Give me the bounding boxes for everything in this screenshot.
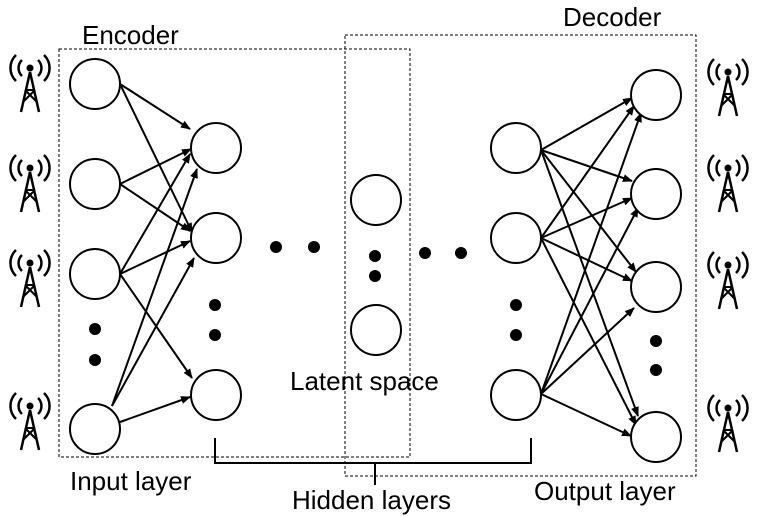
encoder-label: Encoder <box>82 20 179 50</box>
radio-tower-icon <box>707 250 749 311</box>
ellipsis-dot <box>650 335 662 347</box>
output-layer-label: Output layer <box>534 476 676 506</box>
ellipsis-dot <box>270 241 282 253</box>
input-layer-nodes <box>69 58 121 455</box>
ellipsis-dot <box>89 354 101 366</box>
latent-space-label: Latent space <box>290 366 439 396</box>
input-node <box>69 403 121 455</box>
input-node <box>69 248 121 300</box>
ellipsis-dot <box>308 241 320 253</box>
hidden-node <box>490 369 542 421</box>
latent-node <box>350 174 402 226</box>
encoder-hidden-nodes <box>190 122 242 421</box>
encoder-region <box>58 48 411 458</box>
ellipsis-dot <box>510 299 522 311</box>
output-node <box>630 411 682 463</box>
output-node <box>630 261 682 313</box>
decoder-hidden-nodes <box>490 122 542 421</box>
hidden-node <box>190 369 242 421</box>
input-node <box>69 158 121 210</box>
ellipsis-dot <box>455 247 467 259</box>
ellipsis-dot <box>89 323 101 335</box>
ellipsis-dot <box>209 299 221 311</box>
ellipsis-dot <box>419 247 431 259</box>
radio-tower-icon <box>9 248 51 309</box>
ellipsis-dot <box>369 250 381 262</box>
latent-node <box>350 304 402 356</box>
hidden-node <box>490 212 542 264</box>
hidden-node <box>490 122 542 174</box>
decoder-label: Decoder <box>563 2 662 32</box>
ellipsis-dot <box>209 329 221 341</box>
hidden-layers-bracket <box>214 438 532 485</box>
output-node <box>630 69 682 121</box>
radio-tower-icon <box>707 57 749 118</box>
ellipsis-dot <box>510 329 522 341</box>
radio-tower-icon <box>707 153 749 214</box>
input-layer-label: Input layer <box>70 466 192 496</box>
hidden-layers-label: Hidden layers <box>292 485 451 515</box>
radio-tower-icon <box>9 53 51 114</box>
radio-tower-icon <box>707 393 749 454</box>
input-node <box>69 58 121 110</box>
encoder-connections <box>111 83 198 423</box>
output-node <box>630 168 682 220</box>
hidden-node <box>190 122 242 174</box>
decoder-region <box>344 34 697 477</box>
hidden-node <box>190 212 242 264</box>
radio-tower-icon <box>9 153 51 214</box>
ellipsis-dot <box>650 364 662 376</box>
ellipsis-dot <box>369 270 381 282</box>
latent-space-nodes <box>350 174 402 356</box>
radio-tower-icon <box>9 391 51 452</box>
decoder-connections <box>540 97 642 437</box>
output-layer-nodes <box>630 69 682 463</box>
